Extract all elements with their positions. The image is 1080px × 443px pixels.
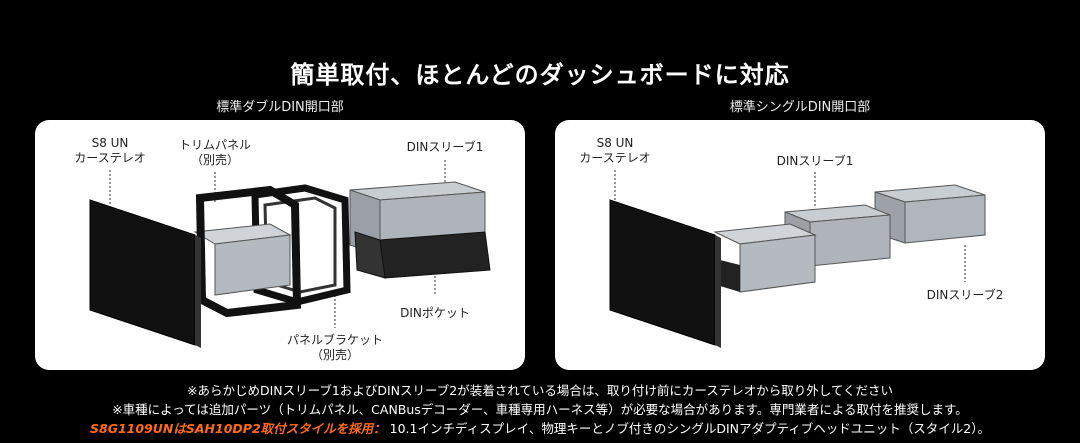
stereo-chassis [713, 223, 817, 293]
left-panel-caption: 標準ダブルDIN開口部 [216, 100, 344, 115]
label-trim-line1: トリムパネル [178, 138, 251, 152]
stereo-screen-edge [195, 235, 201, 348]
label-stereo-line1: S8 UN [596, 136, 634, 150]
din-sleeve-2 [874, 184, 986, 244]
note-line-2: ※車種によっては追加パーツ（トリムパネル、CANBusデコーダー、車種専用ハーネ… [112, 402, 968, 417]
label-sleeve-1: DINスリーブ1 [776, 154, 854, 168]
note-line-1: ※あらかじめDINスリーブ1およびDINスリーブ2が装着されている場合は、取り付… [187, 383, 893, 398]
note-line-3: S8G1109UNはSAH10DP2取付スタイルを採用： 10.1インチディスプ… [0, 419, 1080, 438]
stereo-chassis [193, 223, 292, 296]
label-sleeve-2: DINスリーブ2 [926, 288, 1004, 302]
label-bracket-line1: パネルブラケット [286, 333, 383, 347]
right-install-panel: S8 UN カーステレオ DINスリーブ1 DINスリーブ2 [555, 120, 1045, 370]
stereo-screen [609, 199, 716, 346]
label-sleeve-1: DINスリーブ1 [406, 140, 484, 154]
trim-panel [195, 185, 302, 318]
note-highlight: S8G1109UNはSAH10DP2取付スタイルを採用： [90, 421, 386, 436]
left-install-panel: S8 UN カーステレオ トリムパネル （別売） DINスリーブ1 DINポケッ… [35, 120, 525, 370]
double-din-illustration [89, 160, 491, 348]
label-bracket-line2: （別売） [310, 348, 359, 362]
stereo-screen [89, 199, 196, 346]
din-pocket [354, 231, 491, 279]
label-trim-line2: （別売） [190, 153, 239, 167]
label-stereo-line2: カーステレオ [579, 151, 651, 165]
right-panel-caption: 標準シングルDIN開口部 [729, 100, 871, 115]
single-din-illustration [609, 170, 986, 348]
notes-block: ※あらかじめDINスリーブ1およびDINスリーブ2が装着されている場合は、取り付… [0, 381, 1080, 438]
label-stereo-line1: S8 UN [91, 136, 129, 150]
note-line-3-text: 10.1インチディスプレイ、物理キーとノブ付きのシングルDINアダプティブヘッド… [385, 421, 990, 436]
page-title: 簡単取付、ほとんどのダッシュボードに対応 [290, 61, 790, 89]
stereo-screen-edge [715, 235, 721, 348]
label-din-pocket: DINポケット [400, 306, 470, 320]
label-stereo-line2: カーステレオ [74, 151, 146, 165]
